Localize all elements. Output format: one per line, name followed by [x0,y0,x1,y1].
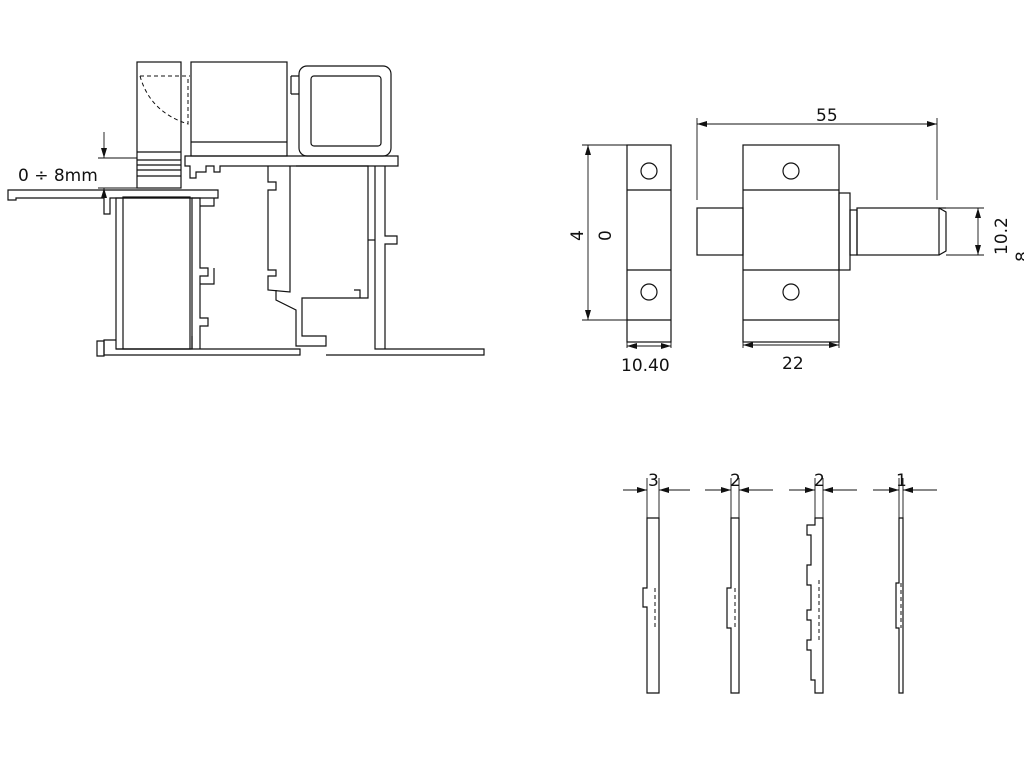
latch-side-view: 4 0 10.40 [568,144,672,376]
spacer-2mm-b: 2 [789,471,857,694]
gap-dimension: 0 ÷ 8mm [18,132,137,210]
spacer-2mm-a: 2 [705,471,773,694]
side-height-label-b: 0 [596,230,616,241]
spacer-label-1: 3 [648,471,659,491]
swing-arc [139,75,190,125]
side-thickness-label: 10.40 [621,356,670,376]
gap-label: 0 ÷ 8mm [18,166,98,186]
spacer-1mm: 1 [873,471,937,694]
spacer-plates: 3 2 2 [623,471,937,694]
spacer-label-2: 2 [730,471,741,491]
top-length-label: 55 [816,106,838,126]
latch-top-view: 55 22 10.2 8 [696,106,1024,374]
profile-cross-section: 0 ÷ 8mm [7,61,485,357]
top-width-label: 22 [782,354,804,374]
bolt-height-label: 10.2 [992,217,1012,255]
spacer-label-4: 1 [896,471,907,491]
bolt-cutoff-label: 8 [1013,251,1024,262]
spacer-label-3: 2 [814,471,825,491]
side-height-label-a: 4 [568,230,588,241]
spacer-3mm: 3 [623,471,690,694]
